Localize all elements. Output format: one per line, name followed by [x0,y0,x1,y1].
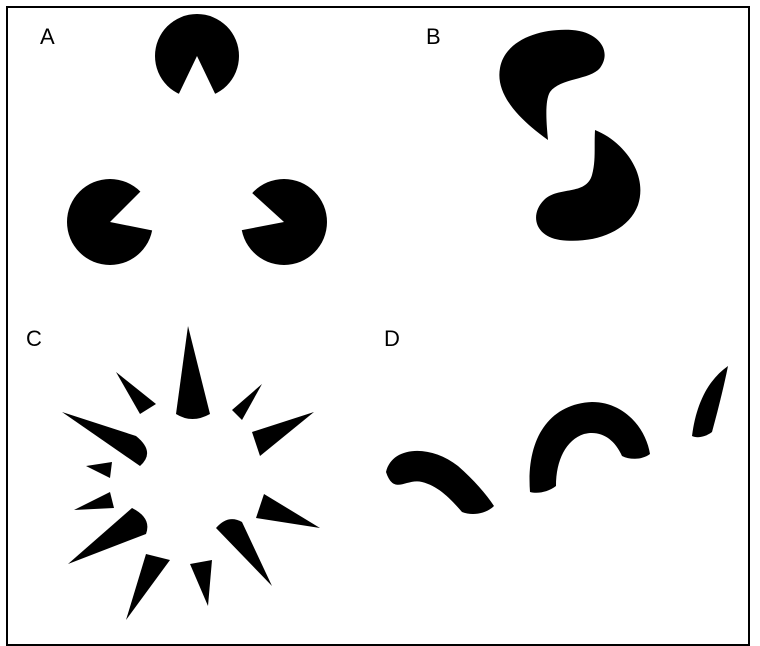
spike-right-lower [256,494,320,528]
blob-lower [536,130,640,241]
spike-bottom-left [126,554,170,620]
blob-upper [499,30,604,140]
panel-d: D [384,326,728,514]
spike-left-small-lower [74,492,114,510]
panel-a-label: A [40,24,55,49]
panel-b-label: B [426,24,441,49]
panel-c-label: C [26,326,42,351]
curve-fragment-middle [530,402,650,493]
spike-bottom-right [216,519,272,586]
illusion-figure: A B C D [0,0,760,629]
spike-bottom-center [190,560,212,606]
panel-a: A [40,14,327,265]
spike-top-right-small [232,384,262,420]
curve-fragment-left [386,451,494,514]
panel-b: B [426,24,640,241]
spike-top-left-small [116,372,156,414]
curve-fragment-right [692,366,728,437]
spike-left-lower-large [68,508,147,564]
spike-left-upper-large [62,412,147,466]
spike-left-small-upper [86,462,112,478]
panel-d-label: D [384,326,400,351]
panel-c: C [26,326,320,620]
spike-right-upper [252,412,314,456]
spike-top [176,326,210,419]
